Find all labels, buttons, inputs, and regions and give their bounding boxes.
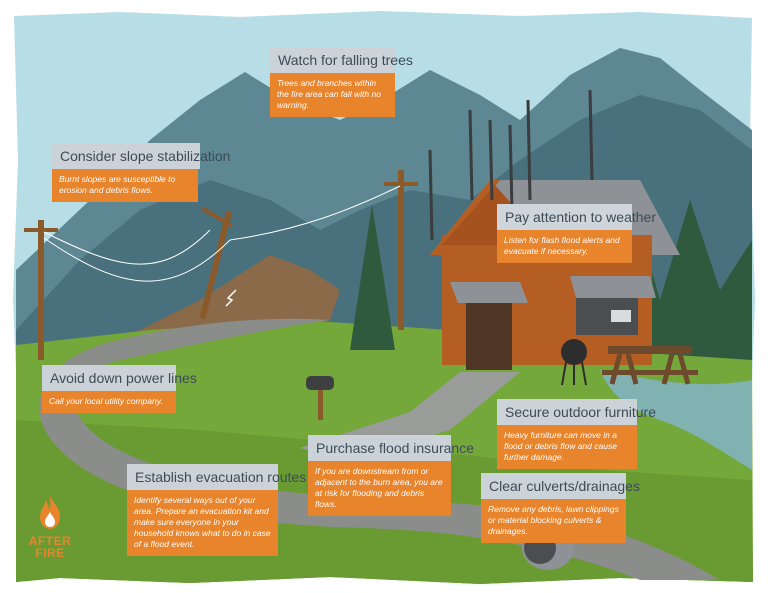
callout-title: Establish evacuation routes <box>127 464 306 490</box>
callout-slope: Consider slope stabilization Burnt slope… <box>52 143 230 202</box>
callout-body: Call your local utility company. <box>42 391 176 413</box>
door-awning <box>450 282 528 303</box>
downed-wire-spark <box>225 289 237 307</box>
callout-title: Secure outdoor furniture <box>497 399 656 425</box>
callout-body: Remove any debris, lawn clippings or mat… <box>481 499 626 543</box>
callout-falling-trees: Watch for falling trees Trees and branch… <box>270 47 413 117</box>
callout-body: Identify several ways out of your area. … <box>127 490 278 556</box>
callout-title: Purchase flood insurance <box>308 435 474 461</box>
callout-title: Consider slope stabilization <box>52 143 230 169</box>
callout-title: Pay attention to weather <box>497 204 656 230</box>
cabin-door <box>466 300 512 370</box>
callout-insurance: Purchase flood insurance If you are down… <box>308 435 474 516</box>
afterfire-logo: AFTER FIRE <box>28 494 72 559</box>
radio <box>611 310 631 322</box>
burnt-tree-trunks <box>428 89 594 241</box>
callout-power-lines: Avoid down power lines Call your local u… <box>42 365 197 413</box>
callout-body: Listen for flash flood alerts and evacua… <box>497 230 632 263</box>
callout-body: Burnt slopes are susceptible to erosion … <box>52 169 198 202</box>
callout-title: Clear culverts/drainages <box>481 473 640 499</box>
callout-body: If you are downstream from or adjacent t… <box>308 461 451 516</box>
picnic-table <box>608 346 692 354</box>
callout-weather: Pay attention to weather Listen for flas… <box>497 204 656 263</box>
tree-left <box>350 205 395 350</box>
window-awning <box>570 276 656 298</box>
callout-title: Avoid down power lines <box>42 365 197 391</box>
callout-body: Trees and branches within the fire area … <box>270 73 395 117</box>
power-lines <box>43 185 401 282</box>
flame-icon <box>40 495 60 529</box>
mailbox <box>306 376 334 390</box>
callout-title: Watch for falling trees <box>270 47 413 73</box>
callout-furniture: Secure outdoor furniture Heavy furniture… <box>497 399 656 469</box>
callout-body: Heavy furniture can move in a flood or d… <box>497 425 637 469</box>
power-pole-fallen <box>199 210 233 319</box>
callout-evacuation: Establish evacuation routes Identify sev… <box>127 464 306 556</box>
logo-text-line2: FIRE <box>35 546 65 560</box>
logo-text-line1: AFTER <box>28 534 72 548</box>
power-pole-right <box>398 170 404 330</box>
stream <box>600 370 752 470</box>
power-pole-left <box>38 220 44 360</box>
grill <box>561 339 587 365</box>
callout-culverts: Clear culverts/drainages Remove any debr… <box>481 473 640 543</box>
road <box>39 318 720 580</box>
